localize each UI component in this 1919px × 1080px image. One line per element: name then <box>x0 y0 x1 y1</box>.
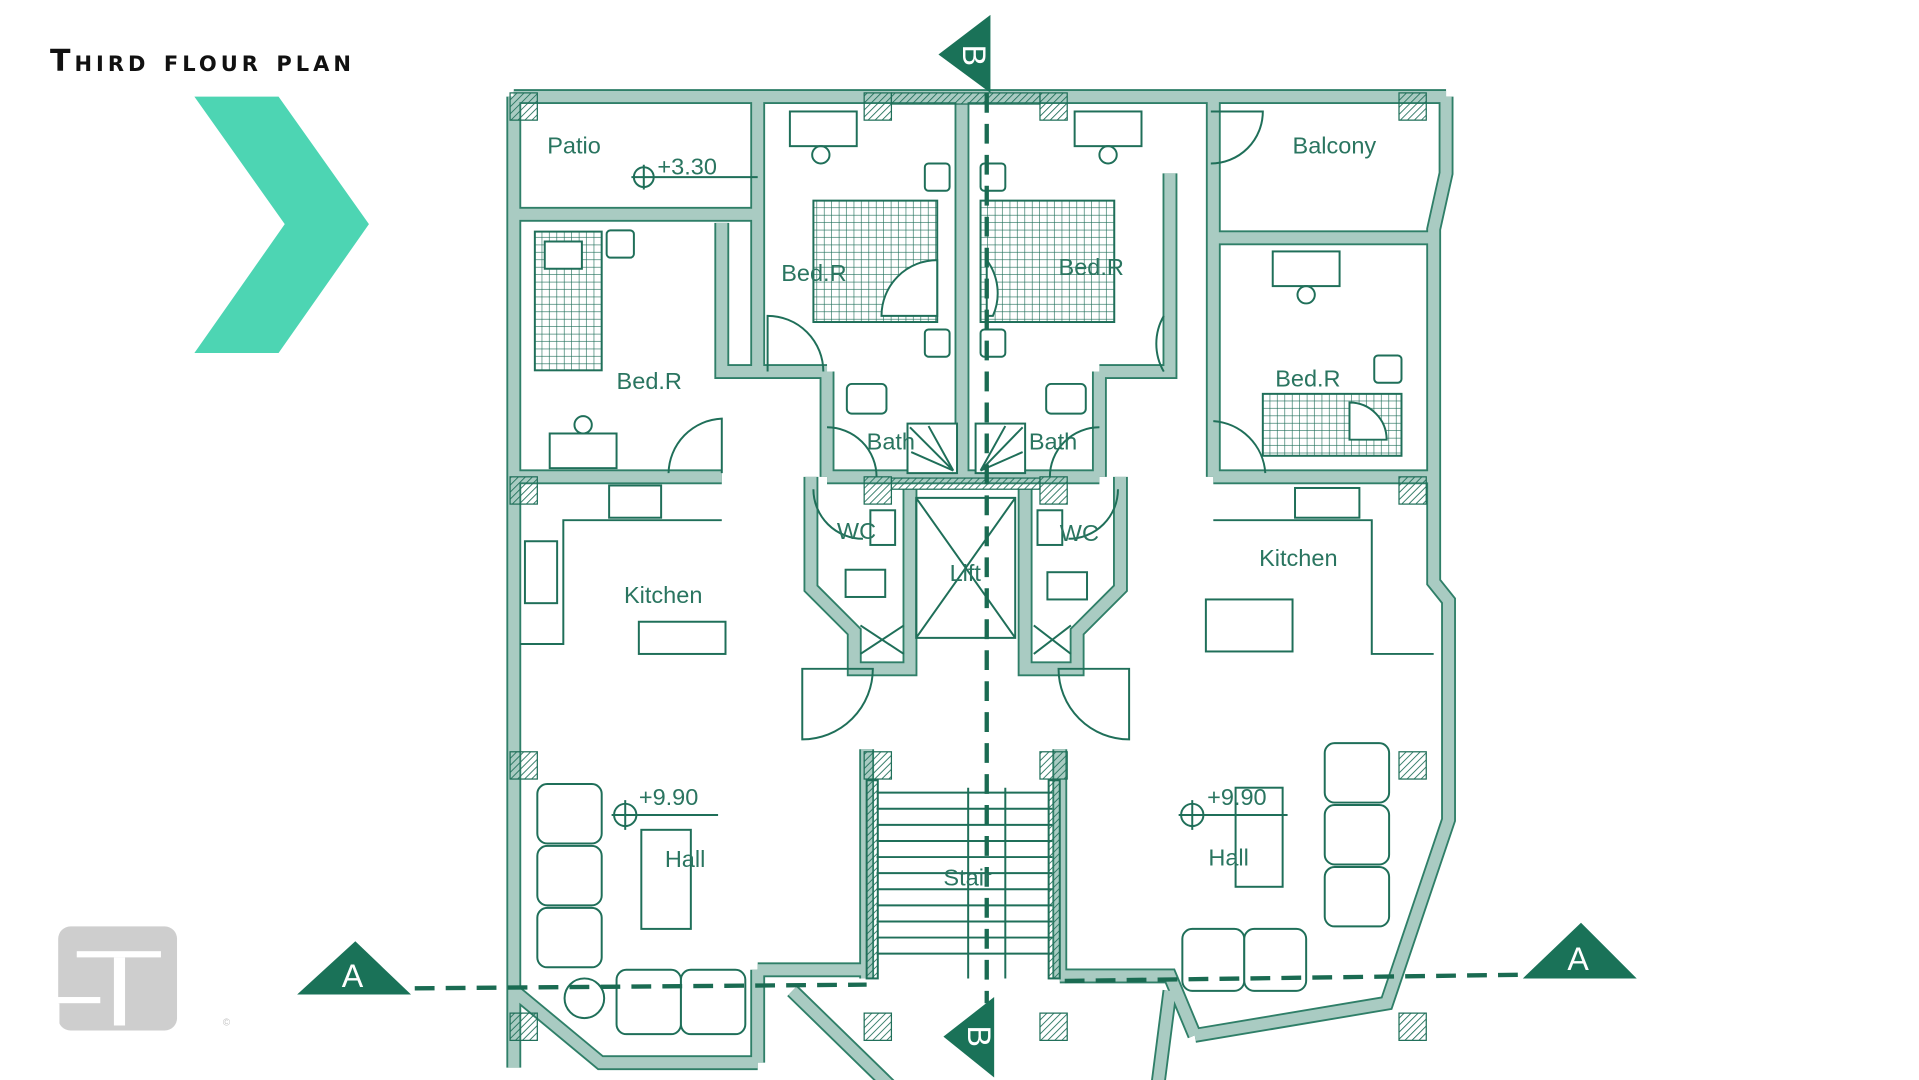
svg-text:B: B <box>961 1026 997 1047</box>
bed <box>979 199 1116 324</box>
columns <box>509 92 1427 1041</box>
section-marker-a-right: A <box>1522 922 1637 979</box>
room-label-bedroom: Bed.R <box>617 368 682 394</box>
fixtures <box>667 110 1267 741</box>
room-label-hall: Hall <box>1208 845 1249 871</box>
page-title: Third flour plan <box>50 44 356 79</box>
svg-text:B: B <box>956 45 992 66</box>
room-label-bedroom: Bed.R <box>1059 254 1124 280</box>
level-label: +9.90 <box>1207 784 1267 810</box>
furniture <box>519 110 1434 930</box>
room-label-balcony: Balcony <box>1293 133 1377 159</box>
svg-text:A: A <box>342 958 364 994</box>
room-label-bedroom: Bed.R <box>781 260 846 286</box>
stair-treads <box>865 779 1061 980</box>
doors <box>667 110 1267 741</box>
level-label: +3.30 <box>657 154 717 180</box>
room-label-wc: WC <box>837 518 876 544</box>
room-label-lift: Lift <box>950 560 982 586</box>
room-label-stair: Stair <box>943 865 992 891</box>
room-label-bedroom: Bed.R <box>1275 365 1340 391</box>
room-label-hall: Hall <box>665 846 706 872</box>
section-marker-b-top: B <box>938 14 992 93</box>
level-markers <box>611 164 1288 830</box>
section-marker-b-bottom: B <box>943 997 997 1078</box>
logo-copyright: © <box>223 1018 231 1029</box>
plant-icon <box>563 977 606 1020</box>
watermark-logo: TARH2TARH ALL RIGHT RESERVED © <box>32 926 231 1075</box>
room-labels: Patio +3.30 Bed.R Bed.R Balcony Bed.R Be… <box>547 133 1376 891</box>
room-label-bath: Bath <box>1029 429 1077 455</box>
section-line-a <box>414 972 1523 991</box>
sofas <box>536 742 1391 1036</box>
beds <box>533 199 1403 457</box>
room-label-patio: Patio <box>547 133 601 159</box>
logo-name: TARH2TARH <box>77 1036 201 1057</box>
logo-tagline: ALL RIGHT RESERVED <box>77 1066 175 1075</box>
chevron-arrow-icon <box>194 96 369 353</box>
room-label-kitchen: Kitchen <box>624 582 702 608</box>
level-label: +9.90 <box>639 784 699 810</box>
room-label-bath: Bath <box>867 429 915 455</box>
svg-text:A: A <box>1567 941 1589 977</box>
room-label-kitchen: Kitchen <box>1259 545 1337 571</box>
section-marker-a-left: A <box>297 941 412 995</box>
room-label-wc: WC <box>1060 520 1099 546</box>
